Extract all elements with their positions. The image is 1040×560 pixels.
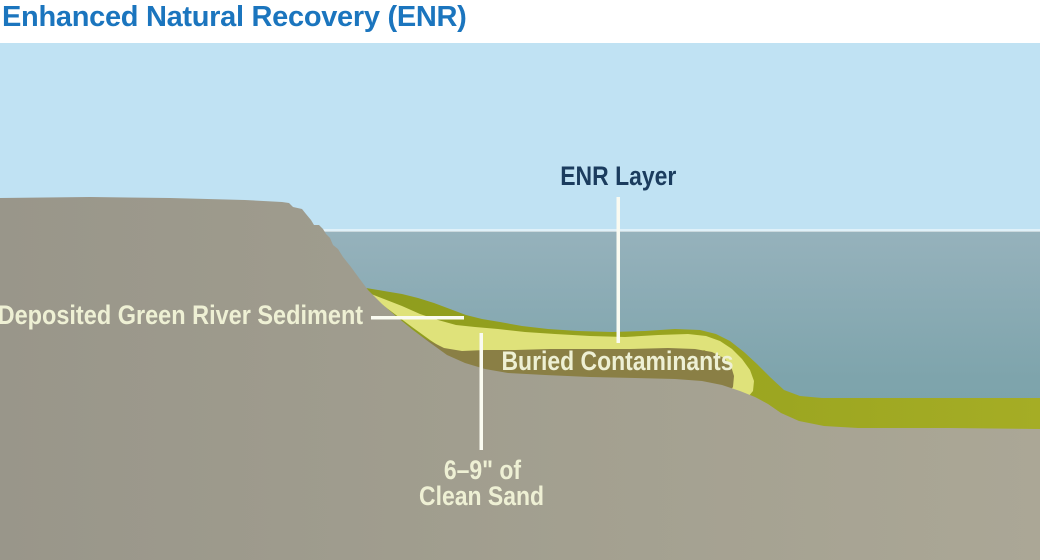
deposited-sediment-label: Deposited Green River Sediment bbox=[0, 300, 363, 330]
clean-sand-label: 6–9" of Clean Sand bbox=[332, 455, 632, 511]
deposited-sediment-label-text: Deposited Green River Sediment bbox=[0, 300, 363, 330]
clean-sand-label-line2: Clean Sand bbox=[419, 481, 545, 511]
enr-layer-label-text: ENR Layer bbox=[559, 161, 677, 191]
deposited-sediment-pointer-line bbox=[371, 316, 464, 320]
clean-sand-label-line1: 6–9" of bbox=[443, 455, 521, 485]
page-title: Enhanced Natural Recovery (ENR) bbox=[2, 1, 467, 33]
riverbed-sediment-shape bbox=[0, 197, 1040, 560]
enr-layer-label: ENR Layer bbox=[468, 161, 768, 191]
buried-contaminants-shape bbox=[394, 318, 734, 392]
buried-contaminants-label: Buried Contaminants bbox=[458, 346, 778, 376]
buried-contaminants-label-text: Buried Contaminants bbox=[501, 346, 735, 376]
enr-layer-pointer-line bbox=[616, 197, 620, 343]
clean-sand-pointer-line bbox=[479, 333, 483, 450]
water-surface-line bbox=[0, 229, 1040, 232]
clean-sand-shape bbox=[366, 292, 754, 397]
